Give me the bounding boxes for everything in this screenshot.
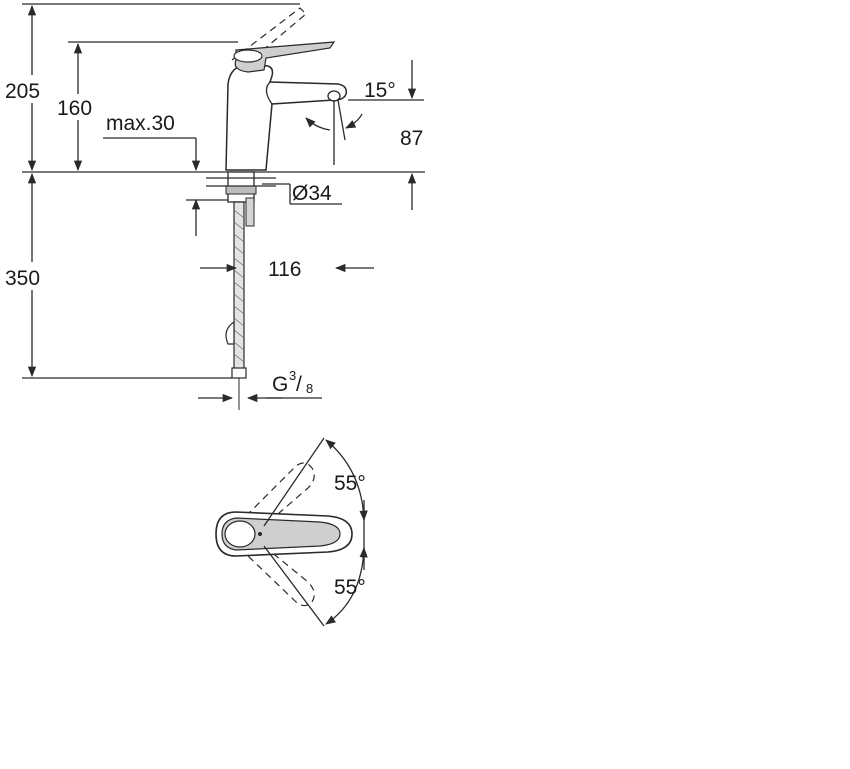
dim-15-arc-right bbox=[345, 113, 363, 129]
dim-350-label: 350 bbox=[5, 267, 40, 290]
dim-15-label: 15° bbox=[364, 79, 396, 102]
dim-g38-slash: / bbox=[296, 373, 302, 396]
lever-cap bbox=[233, 49, 263, 63]
side-elevation: 205 160 max.30 15° 87 bbox=[2, 3, 425, 410]
angle-down-label: 55° bbox=[334, 576, 366, 599]
dim-g38-main: G bbox=[272, 373, 288, 396]
top-view: 55° 55° bbox=[215, 437, 368, 627]
lever-position-down bbox=[245, 545, 315, 607]
mounting-nut bbox=[225, 185, 257, 195]
dim-34-label: Ø34 bbox=[292, 182, 332, 205]
angle-down-ray bbox=[263, 545, 325, 627]
dim-g38-numerator: 3 bbox=[289, 368, 296, 383]
lever-raised-outline bbox=[231, 7, 307, 67]
dim-205-label: 205 bbox=[5, 80, 40, 103]
dim-15-arc-left bbox=[305, 117, 331, 131]
dim-g38-denominator: 8 bbox=[306, 381, 313, 396]
dim-max30-label: max.30 bbox=[106, 112, 175, 135]
aerator-top bbox=[258, 532, 262, 536]
lever-position-up bbox=[245, 462, 315, 527]
lever-handle bbox=[234, 41, 336, 73]
aerator bbox=[327, 90, 341, 102]
dim-87-label: 87 bbox=[400, 127, 423, 150]
hose-fitting bbox=[231, 367, 247, 379]
mounting-rod bbox=[245, 197, 255, 227]
hose-clip bbox=[225, 320, 235, 345]
dim-160-label: 160 bbox=[57, 97, 92, 120]
spout-detail bbox=[265, 81, 273, 105]
angle-up-ray bbox=[263, 437, 325, 527]
hose-braid bbox=[233, 209, 245, 363]
angle-up-arc bbox=[325, 439, 368, 522]
angle-down-arc bbox=[325, 546, 368, 625]
faucet-body bbox=[225, 63, 348, 171]
dim-116-label: 116 bbox=[268, 258, 301, 281]
dim-15-ray bbox=[337, 99, 346, 141]
lever-top-cap bbox=[224, 520, 256, 548]
angle-up-label: 55° bbox=[334, 472, 366, 495]
